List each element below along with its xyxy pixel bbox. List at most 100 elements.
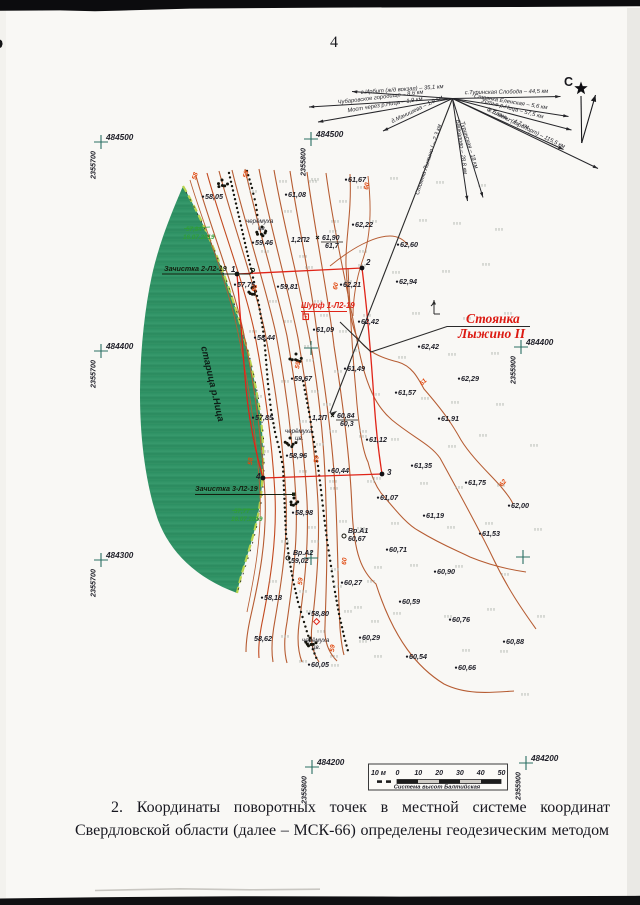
svg-text:484500: 484500 [315, 130, 344, 139]
svg-text:черёмуха: черёмуха [246, 218, 274, 225]
svg-text:60,44: 60,44 [331, 466, 349, 475]
svg-text:60,66: 60,66 [458, 663, 477, 672]
svg-text:2355700: 2355700 [89, 360, 98, 389]
svg-text:61,19: 61,19 [426, 511, 444, 520]
svg-text:61,90: 61,90 [322, 235, 340, 242]
svg-text:60,3: 60,3 [340, 421, 354, 428]
svg-text:57,77: 57,77 [234, 508, 250, 515]
svg-text:10 м: 10 м [371, 770, 387, 777]
svg-text:58: 58 [251, 284, 259, 293]
svg-text:60,90: 60,90 [437, 567, 455, 576]
svg-text:60,29: 60,29 [362, 633, 380, 642]
svg-text:60: 60 [341, 557, 349, 565]
svg-text:62,29: 62,29 [461, 374, 479, 383]
svg-text:2355900: 2355900 [509, 356, 518, 385]
svg-text:59: 59 [294, 361, 302, 370]
svg-text:58,18: 58,18 [264, 593, 282, 602]
svg-text:16.07.2019: 16.07.2019 [231, 516, 263, 523]
svg-text:2355700: 2355700 [89, 151, 98, 180]
svg-text:60,71: 60,71 [389, 545, 407, 554]
svg-text:1,2П: 1,2П [312, 415, 328, 422]
svg-text:62,22: 62,22 [355, 220, 373, 229]
svg-text:4: 4 [330, 34, 338, 51]
svg-text:50: 50 [498, 770, 506, 777]
svg-text:61,12: 61,12 [369, 435, 387, 444]
svg-text:59,81: 59,81 [280, 282, 298, 291]
svg-text:484500: 484500 [105, 133, 134, 142]
svg-text:цв.: цв. [295, 435, 304, 442]
svg-text:61,67: 61,67 [348, 175, 367, 184]
svg-text:2355900: 2355900 [514, 772, 523, 801]
svg-text:62,21: 62,21 [343, 280, 361, 289]
svg-text:30: 30 [456, 770, 464, 777]
svg-text:1,2П2: 1,2П2 [291, 237, 310, 244]
svg-text:60,84: 60,84 [337, 413, 355, 420]
svg-text:20: 20 [434, 770, 443, 777]
svg-text:черёмуха: черёмуха [285, 428, 313, 435]
svg-text:59,67: 59,67 [294, 374, 313, 383]
svg-text:58: 58 [247, 457, 255, 465]
svg-text:60,67: 60,67 [348, 536, 367, 543]
svg-text:484300: 484300 [105, 551, 134, 560]
svg-text:58,80: 58,80 [311, 609, 329, 618]
svg-text:61,09: 61,09 [316, 325, 334, 334]
svg-text:Зачистка 3-Л2-19: Зачистка 3-Л2-19 [195, 484, 258, 493]
svg-text:59,02: 59,02 [291, 558, 309, 565]
svg-text:цв.: цв. [258, 225, 267, 232]
svg-text:1: 1 [231, 265, 236, 274]
svg-text:484400: 484400 [105, 342, 134, 351]
svg-text:58,96: 58,96 [289, 451, 308, 460]
svg-text:60,05: 60,05 [311, 660, 330, 669]
svg-text:60: 60 [332, 282, 340, 291]
svg-text:484200: 484200 [530, 754, 559, 763]
svg-text:61,91: 61,91 [441, 414, 459, 423]
svg-text:4: 4 [255, 472, 261, 481]
svg-text:62,60: 62,60 [400, 240, 418, 249]
svg-text:С: С [564, 75, 573, 89]
svg-text:Зачистка 2-Л2-19: Зачистка 2-Л2-19 [164, 264, 227, 273]
svg-text:16.07.2019: 16.07.2019 [183, 234, 215, 241]
svg-text:Система высот Балтийская: Система высот Балтийская [394, 784, 481, 791]
svg-text:2: 2 [365, 258, 371, 267]
svg-text:62,42: 62,42 [421, 342, 439, 351]
svg-text:484400: 484400 [525, 338, 554, 347]
svg-text:10: 10 [414, 770, 422, 777]
svg-text:60,88: 60,88 [506, 637, 524, 646]
svg-text:62: 62 [498, 478, 508, 488]
svg-text:3: 3 [387, 468, 392, 477]
svg-text:59: 59 [313, 455, 321, 463]
svg-text:61,07: 61,07 [380, 493, 399, 502]
svg-text:60,54: 60,54 [409, 652, 427, 661]
svg-text:59: 59 [242, 170, 250, 179]
svg-text:60,27: 60,27 [344, 578, 363, 587]
svg-text:58: 58 [191, 171, 200, 180]
svg-text:62,42: 62,42 [361, 317, 379, 326]
svg-text:Лыжино II: Лыжино II [457, 326, 526, 341]
svg-text:Стоянка: Стоянка [466, 311, 520, 326]
svg-text:60,59: 60,59 [402, 597, 420, 606]
svg-text:58,44: 58,44 [257, 333, 275, 342]
svg-text:Вр.А1: Вр.А1 [348, 528, 368, 535]
svg-text:60: 60 [363, 182, 371, 191]
svg-text:58,98: 58,98 [295, 508, 313, 517]
svg-text:61,57: 61,57 [398, 388, 417, 397]
svg-text:2355700: 2355700 [89, 569, 98, 598]
svg-text:2355800: 2355800 [299, 148, 308, 177]
svg-text:484200: 484200 [316, 758, 345, 767]
svg-text:61,49: 61,49 [347, 364, 365, 373]
svg-text:62,00: 62,00 [511, 501, 529, 510]
svg-text:61: 61 [418, 377, 428, 387]
svg-text:60,76: 60,76 [452, 615, 471, 624]
svg-text:г.Ирбит (ж/д вокзал) – 35,1 км: г.Ирбит (ж/д вокзал) – 35,1 км [361, 84, 444, 96]
svg-text:цв.: цв. [312, 644, 321, 651]
svg-text:61,75: 61,75 [468, 478, 487, 487]
svg-text:57,84: 57,84 [186, 226, 202, 233]
svg-text:59: 59 [297, 577, 305, 585]
svg-text:61,53: 61,53 [482, 529, 500, 538]
svg-text:59: 59 [329, 644, 337, 652]
svg-text:58,05: 58,05 [205, 192, 224, 201]
svg-text:Шурф 1-Л2-19: Шурф 1-Л2-19 [301, 301, 355, 310]
svg-text:40: 40 [476, 770, 485, 777]
svg-text:57,85: 57,85 [255, 413, 274, 422]
svg-text:с.Туринская Слобода – 44,5 км: с.Туринская Слобода – 44,5 км [465, 89, 549, 96]
